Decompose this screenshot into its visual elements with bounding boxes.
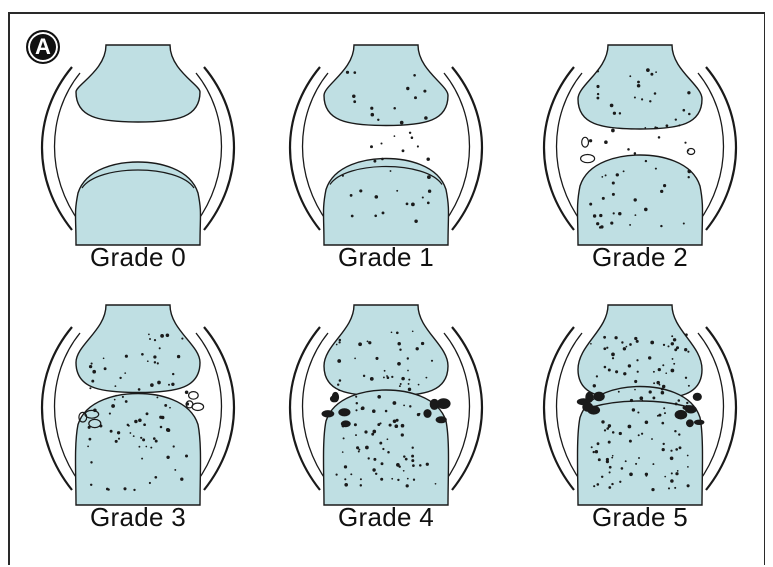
joint-illustration-1 — [286, 45, 486, 245]
upper-bone — [76, 305, 200, 393]
grade-label: Grade 0 — [38, 242, 238, 273]
joint-grade-1: Grade 1 — [286, 45, 486, 270]
lower-bone — [578, 155, 703, 245]
joint-grade-2: Grade 2 — [540, 45, 740, 270]
joint-illustration-2 — [540, 45, 740, 245]
lower-bone — [578, 387, 703, 506]
lower-bone — [324, 159, 449, 246]
joint-illustration-0 — [38, 45, 238, 245]
joint-grade-5: Grade 5 — [540, 305, 740, 530]
joint-illustration-3 — [38, 305, 238, 505]
grade-label: Grade 1 — [286, 242, 486, 273]
joint-illustration-5 — [540, 305, 740, 505]
grade-label: Grade 3 — [38, 502, 238, 533]
grade-label: Grade 5 — [540, 502, 740, 533]
joint-grade-0: Grade 0 — [38, 45, 238, 270]
grade-label: Grade 4 — [286, 502, 486, 533]
upper-bone — [578, 305, 702, 400]
upper-bone — [324, 45, 448, 126]
joint-illustration-4 — [286, 305, 486, 505]
joint-grade-3: Grade 3 — [38, 305, 238, 530]
upper-bone — [324, 305, 448, 396]
grade-label: Grade 2 — [540, 242, 740, 273]
lower-bone — [76, 162, 201, 245]
upper-bone — [76, 45, 200, 122]
lower-bone — [324, 390, 449, 505]
joint-grade-4: Grade 4 — [286, 305, 486, 530]
